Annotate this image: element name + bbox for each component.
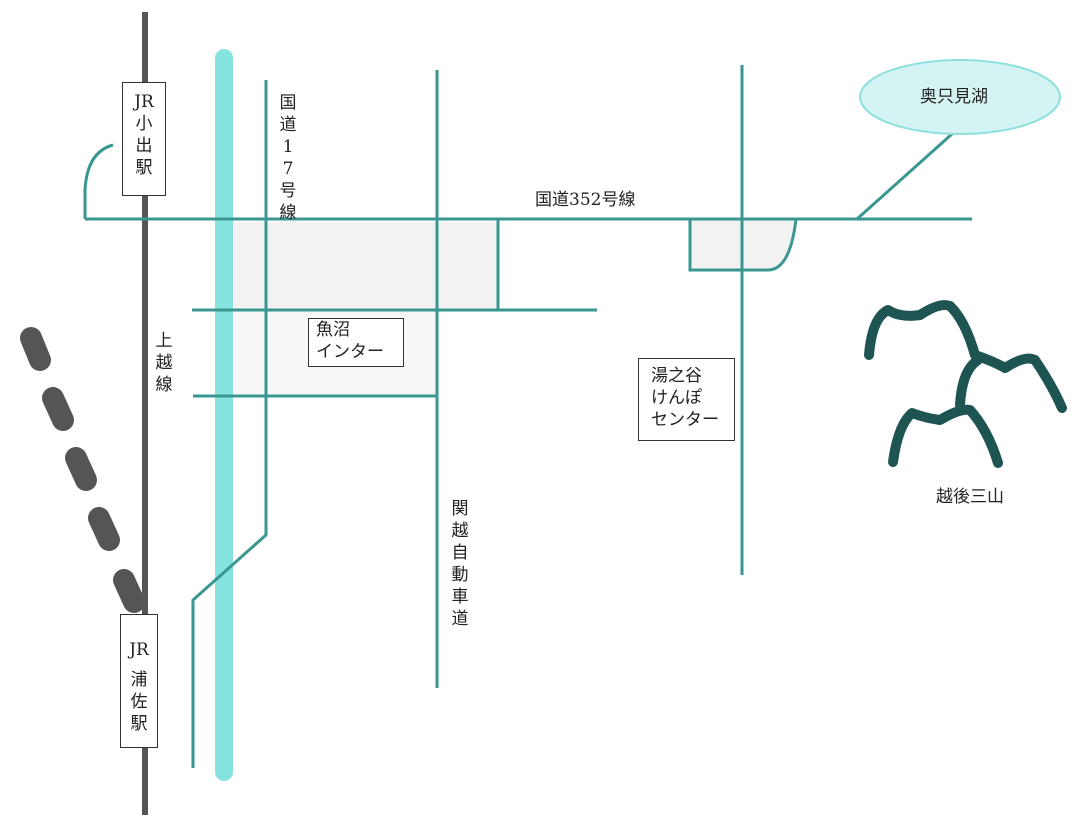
- mountains-label: 越後三山: [936, 487, 1004, 507]
- station-koide-name: 小出駅: [135, 114, 153, 178]
- koide-branch-road: [83, 143, 114, 219]
- uonuma-ic-line1: 魚沼: [316, 320, 350, 340]
- station-urasa-name: 浦佐駅: [130, 670, 148, 734]
- route-352-label: 国道352号線: [535, 190, 636, 210]
- lake-label: 奥只見湖: [920, 87, 988, 107]
- mountain-icon: [864, 300, 1067, 468]
- yunotani-line3: センター: [651, 410, 719, 430]
- yunotani-box: 湯之谷 けんぽ センター: [638, 358, 735, 441]
- town-area: [234, 222, 498, 310]
- uonuma-ic-box: 魚沼 インター: [308, 318, 404, 367]
- station-koide-jr: JR: [134, 92, 154, 112]
- station-urasa: JR 浦佐駅: [120, 614, 158, 748]
- route-17-road: [191, 80, 268, 768]
- uonuma-ic-line2: インター: [316, 342, 384, 362]
- joetsu-line-label: 上越線: [155, 331, 173, 395]
- station-urasa-jr: JR: [129, 640, 149, 660]
- lake-road: [855, 132, 954, 221]
- yunotani-line1: 湯之谷: [651, 366, 702, 386]
- lake-icon: [859, 59, 1061, 135]
- station-koide: JR 小出駅: [122, 82, 166, 196]
- shinkansen-dashes: [20, 327, 145, 613]
- yunotani-line2: けんぽ: [651, 388, 702, 408]
- kanetsu-label: 関越自動車道: [451, 499, 469, 629]
- route-17-label: 国道17号線: [279, 93, 297, 223]
